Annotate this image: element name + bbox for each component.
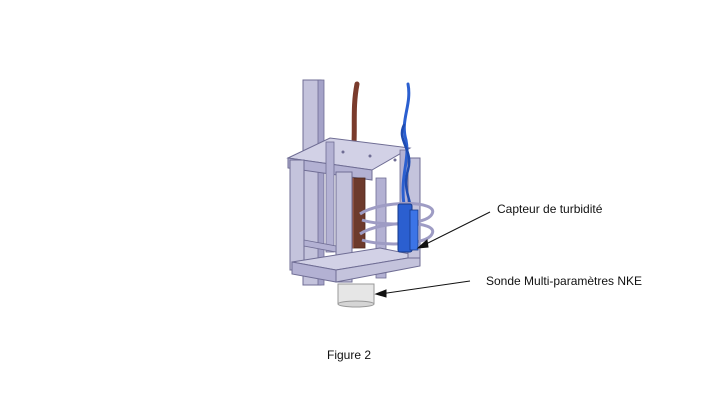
figure-caption: Figure 2 bbox=[327, 348, 372, 362]
support-pole bbox=[302, 79, 325, 286]
arrow-turbidity bbox=[421, 211, 491, 247]
arrow-probe bbox=[379, 280, 471, 295]
multiparameter-probe bbox=[337, 283, 375, 308]
turbidity-sensor-label: Capteur de turbidité bbox=[497, 202, 603, 216]
callout-arrows bbox=[374, 211, 491, 298]
turbidity-sensor bbox=[397, 203, 419, 253]
blue-cable bbox=[400, 82, 412, 212]
arrow-turbidity-head bbox=[416, 239, 429, 249]
arrow-probe-head bbox=[374, 289, 387, 298]
clamp-rings bbox=[359, 202, 435, 246]
multiparameter-probe-label: Sonde Multi-paramètres NKE bbox=[486, 274, 643, 288]
frame-cage bbox=[286, 137, 421, 283]
